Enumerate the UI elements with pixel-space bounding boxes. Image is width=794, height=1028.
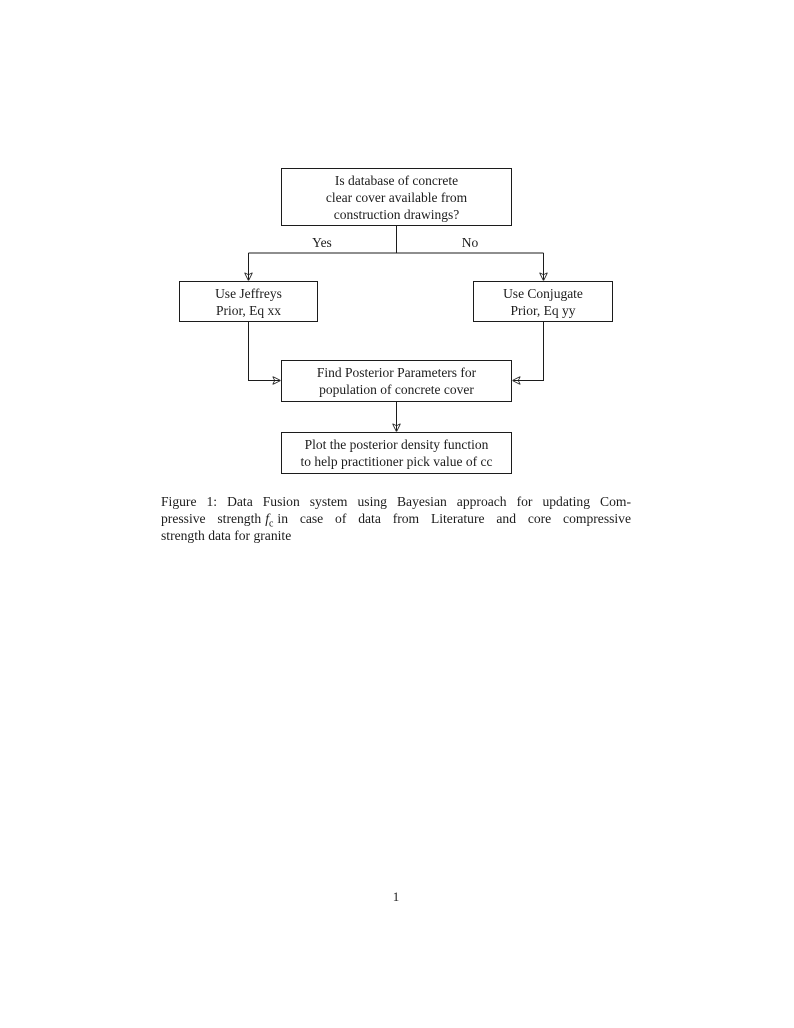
node-decision-line-2: clear cover available from: [325, 189, 468, 205]
node-posterior-parameters: Find Posterior Parameters for population…: [281, 360, 512, 402]
node-plot-line-1: Plot the posterior density function: [304, 437, 489, 452]
caption-line-2-post: in case of data from Literature and core…: [277, 511, 632, 526]
node-jeffreys-line-1: Use Jeffreys: [215, 285, 282, 301]
page-number: 1: [392, 889, 400, 904]
node-decision: Is database of concrete clear cover avai…: [281, 168, 512, 226]
edge-jeffreys-to-posterior: [248, 322, 280, 381]
node-posterior-line-1: Find Posterior Parameters for: [316, 365, 477, 380]
caption-line-2-pre: pressive strength: [161, 511, 262, 526]
figure-caption: Figure 1: Data Fusion system using Bayes…: [161, 493, 631, 544]
math-variable-f: f: [265, 511, 269, 526]
node-conjugate-line-1: Use Conjugate: [503, 285, 583, 301]
edge-conjugate-to-posterior: [514, 322, 544, 381]
node-posterior-line-2: population of concrete cover: [319, 382, 474, 397]
node-conjugate-line-2: Prior, Eq yy: [510, 302, 576, 318]
node-jeffreys-prior: Use Jeffreys Prior, Eq xx: [179, 281, 318, 322]
node-jeffreys-line-2: Prior, Eq xx: [215, 302, 282, 318]
edge-label-yes: Yes: [292, 235, 352, 251]
node-conjugate-prior: Use Conjugate Prior, Eq yy: [473, 281, 613, 322]
node-decision-line-3: construction drawings?: [333, 206, 460, 222]
node-plot-density: Plot the posterior density function to h…: [281, 432, 512, 474]
math-subscript-c: c: [268, 518, 274, 530]
caption-line-3: strength data for granite: [161, 528, 292, 543]
node-plot-line-2: to help practitioner pick value of cc: [300, 454, 493, 469]
caption-line-1: Figure 1: Data Fusion system using Bayes…: [161, 494, 631, 509]
math-fc: fc: [265, 511, 273, 529]
node-decision-line-1: Is database of concrete: [334, 172, 459, 188]
edge-label-no: No: [440, 235, 500, 251]
